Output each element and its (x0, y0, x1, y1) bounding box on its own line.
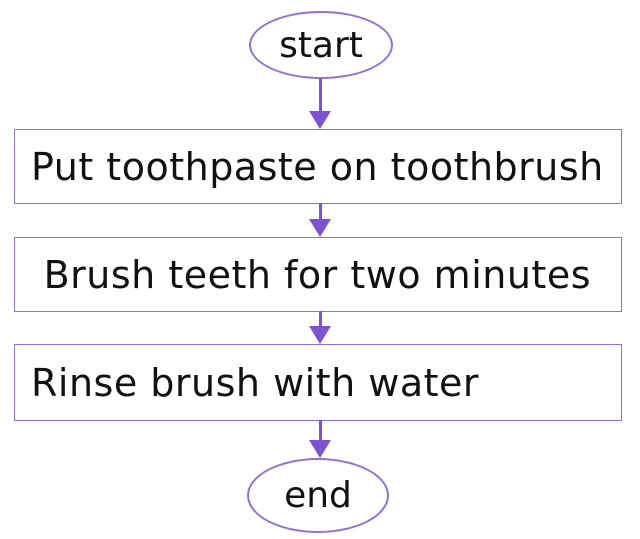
flow-arrow-line-2 (318, 203, 322, 221)
flowchart-node-end: end (247, 458, 389, 533)
flow-arrow-line-3 (318, 311, 322, 328)
step-3-label: Rinse brush with water (31, 360, 480, 405)
flowchart-node-step-2: Brush teeth for two minutes (14, 237, 622, 312)
arrowhead-down-icon (309, 326, 331, 344)
flowchart-node-step-1: Put toothpaste on toothbrush (14, 129, 622, 204)
arrowhead-down-icon (309, 440, 331, 458)
arrowhead-down-icon (309, 111, 331, 129)
step-2-label: Brush teeth for two minutes (31, 252, 591, 297)
flowchart-node-step-3: Rinse brush with water (14, 344, 622, 421)
flowchart-node-start: start (249, 11, 393, 79)
start-label: start (279, 24, 363, 66)
arrowhead-down-icon (309, 219, 331, 237)
end-label: end (284, 475, 352, 516)
flow-arrow-line-1 (318, 79, 322, 113)
step-1-label: Put toothpaste on toothbrush (31, 144, 604, 189)
flow-arrow-line-4 (318, 420, 322, 442)
